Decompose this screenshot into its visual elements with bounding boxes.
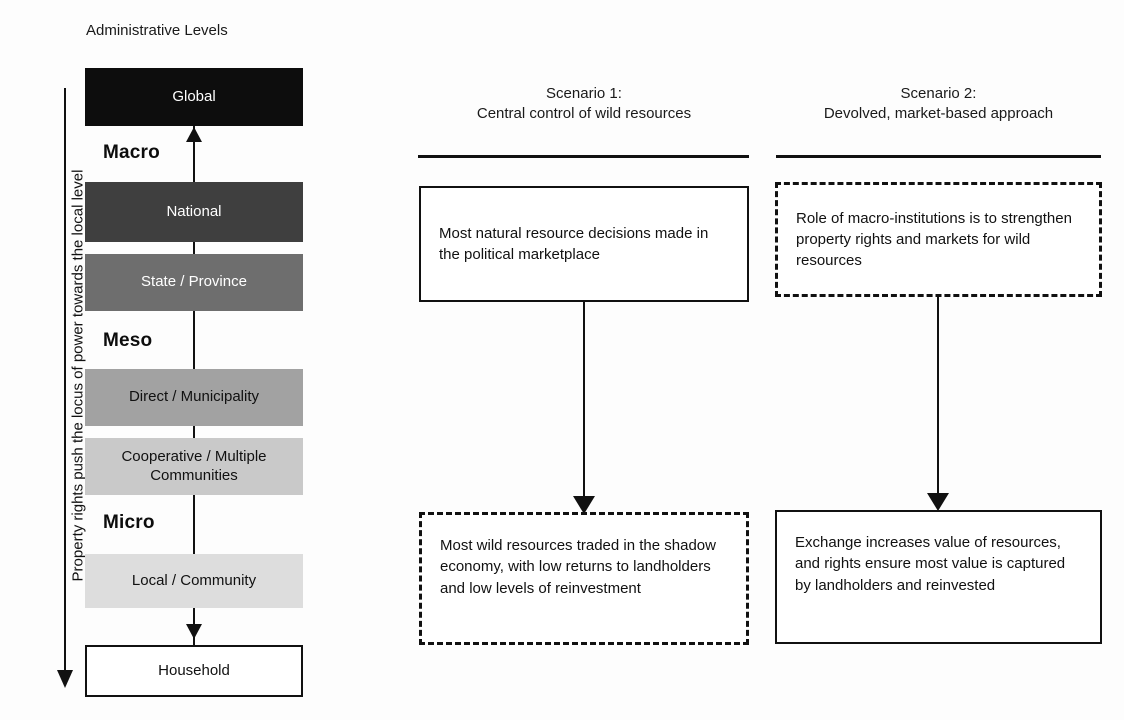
scenario-2-title: Scenario 2: Devolved, market-based appro… (775, 84, 1102, 125)
scenario-1-title-line-2: Central control of wild resources (476, 105, 692, 123)
group-label-macro: Macro (103, 142, 160, 163)
power-axis-label: Property rights push the locus of power … (69, 169, 87, 582)
level-box-household: Household (85, 645, 303, 697)
level-box-state-province: State / Province (85, 254, 303, 311)
scenario-1-flow-arrowhead-icon (573, 496, 595, 514)
group-label-meso: Meso (103, 330, 153, 351)
scenario-2-divider (776, 155, 1101, 158)
level-box-national: National (85, 182, 303, 242)
scenario-1-divider (418, 155, 749, 158)
level-box-global: Global (85, 68, 303, 126)
scenario-2-box-bottom: Exchange increases value of resources, a… (775, 510, 1102, 644)
scenario-2-title-line-1: Scenario 2: (900, 85, 977, 102)
level-box-cooperative-communities: Cooperative / Multiple Communities (85, 438, 303, 495)
scenario-1-title-line-1: Scenario 1: (546, 85, 622, 102)
power-axis-arrowhead-icon (57, 670, 73, 688)
scenario-2-box-top: Role of macro-institutions is to strengt… (775, 182, 1102, 297)
level-box-district-municipality: Direct / Municipality (85, 369, 303, 426)
coop-line-1: Cooperative / Multiple (121, 447, 267, 465)
arrow-up-icon (186, 127, 202, 142)
arrow-down-icon (186, 624, 202, 639)
administrative-levels-title: Administrative Levels (86, 22, 228, 39)
level-box-cooperative-text: Cooperative / Multiple Communities (121, 448, 266, 486)
scenario-1-flow-line (583, 300, 585, 498)
group-label-micro: Micro (103, 512, 155, 533)
scenario-1-box-bottom: Most wild resources traded in the shadow… (419, 512, 749, 645)
level-box-local-community: Local / Community (85, 554, 303, 608)
scenario-2-title-line-2: Devolved, market-based approach (823, 105, 1054, 123)
scenario-2-flow-arrowhead-icon (927, 493, 949, 511)
scenario-2-flow-line (937, 295, 939, 495)
scenario-1-box-top: Most natural resource decisions made in … (419, 186, 749, 302)
coop-line-2: Communities (150, 466, 238, 484)
power-axis-line (64, 88, 66, 673)
scenario-1-title: Scenario 1: Central control of wild reso… (418, 84, 750, 125)
